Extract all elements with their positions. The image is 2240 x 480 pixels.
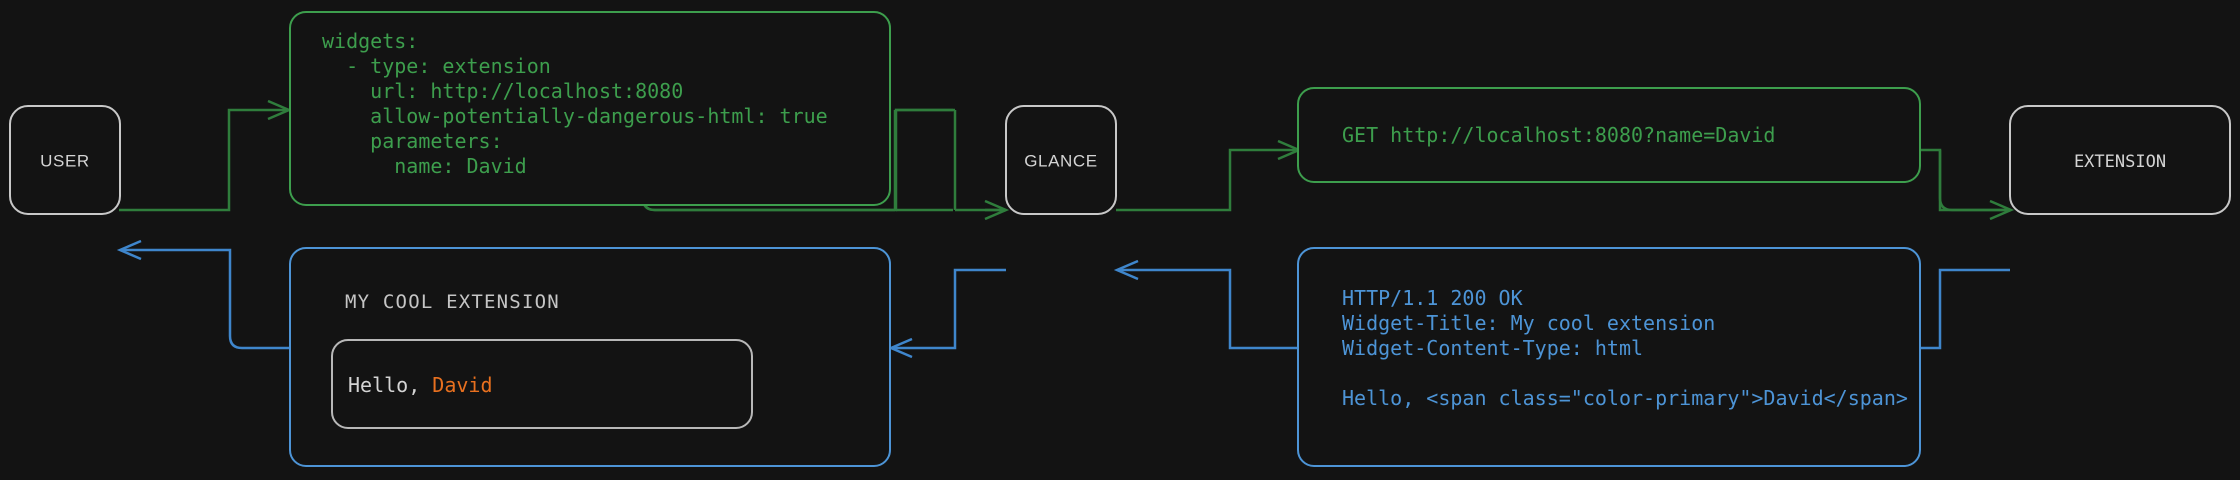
response-line-4: Hello, <span class="color-primary">David…	[1342, 386, 1908, 410]
config-line-0: widgets:	[322, 29, 418, 53]
widget-card-body: Hello, David	[348, 373, 493, 397]
config-line-2: url: http://localhost:8080	[322, 79, 683, 103]
node-extension-label: EXTENSION	[2074, 152, 2166, 172]
node-extension[interactable]: EXTENSION	[2009, 105, 2231, 215]
config-line-5: name: David	[322, 154, 527, 178]
request-card: GET http://localhost:8080?name=David	[1297, 87, 1921, 183]
widget-body-prefix: Hello,	[348, 373, 432, 397]
response-line-1: Widget-Title: My cool extension	[1342, 311, 1715, 335]
widget-card-title: MY COOL EXTENSION	[345, 291, 560, 313]
widget-card: MY COOL EXTENSION Hello, David	[289, 247, 891, 467]
config-line-1: - type: extension	[322, 54, 551, 78]
flow-glance-to-widget	[887, 268, 1006, 359]
node-glance[interactable]: GLANCE	[1005, 105, 1117, 215]
widget-body-accent: David	[432, 373, 492, 397]
flow-extension-to-response	[1920, 268, 2010, 350]
config-card: widgets: - type: extension url: http://l…	[289, 11, 891, 206]
config-line-4: parameters:	[322, 129, 503, 153]
flow-response-to-glance	[1113, 259, 1298, 350]
flow-widget-to-user	[116, 239, 290, 350]
flow-request-to-extension	[1920, 148, 2015, 221]
node-glance-label: GLANCE	[1024, 151, 1098, 170]
response-line-0: HTTP/1.1 200 OK	[1342, 286, 1523, 310]
flow-user-to-config	[119, 99, 293, 212]
node-user[interactable]: USER	[9, 105, 121, 215]
response-card: HTTP/1.1 200 OK Widget-Title: My cool ex…	[1297, 247, 1921, 467]
config-line-3: allow-potentially-dangerous-html: true	[322, 104, 828, 128]
node-user-label: USER	[40, 151, 90, 170]
request-line-0: GET http://localhost:8080?name=David	[1342, 123, 1775, 147]
response-line-2: Widget-Content-Type: html	[1342, 336, 1643, 360]
flow-glance-to-request	[1116, 139, 1303, 212]
